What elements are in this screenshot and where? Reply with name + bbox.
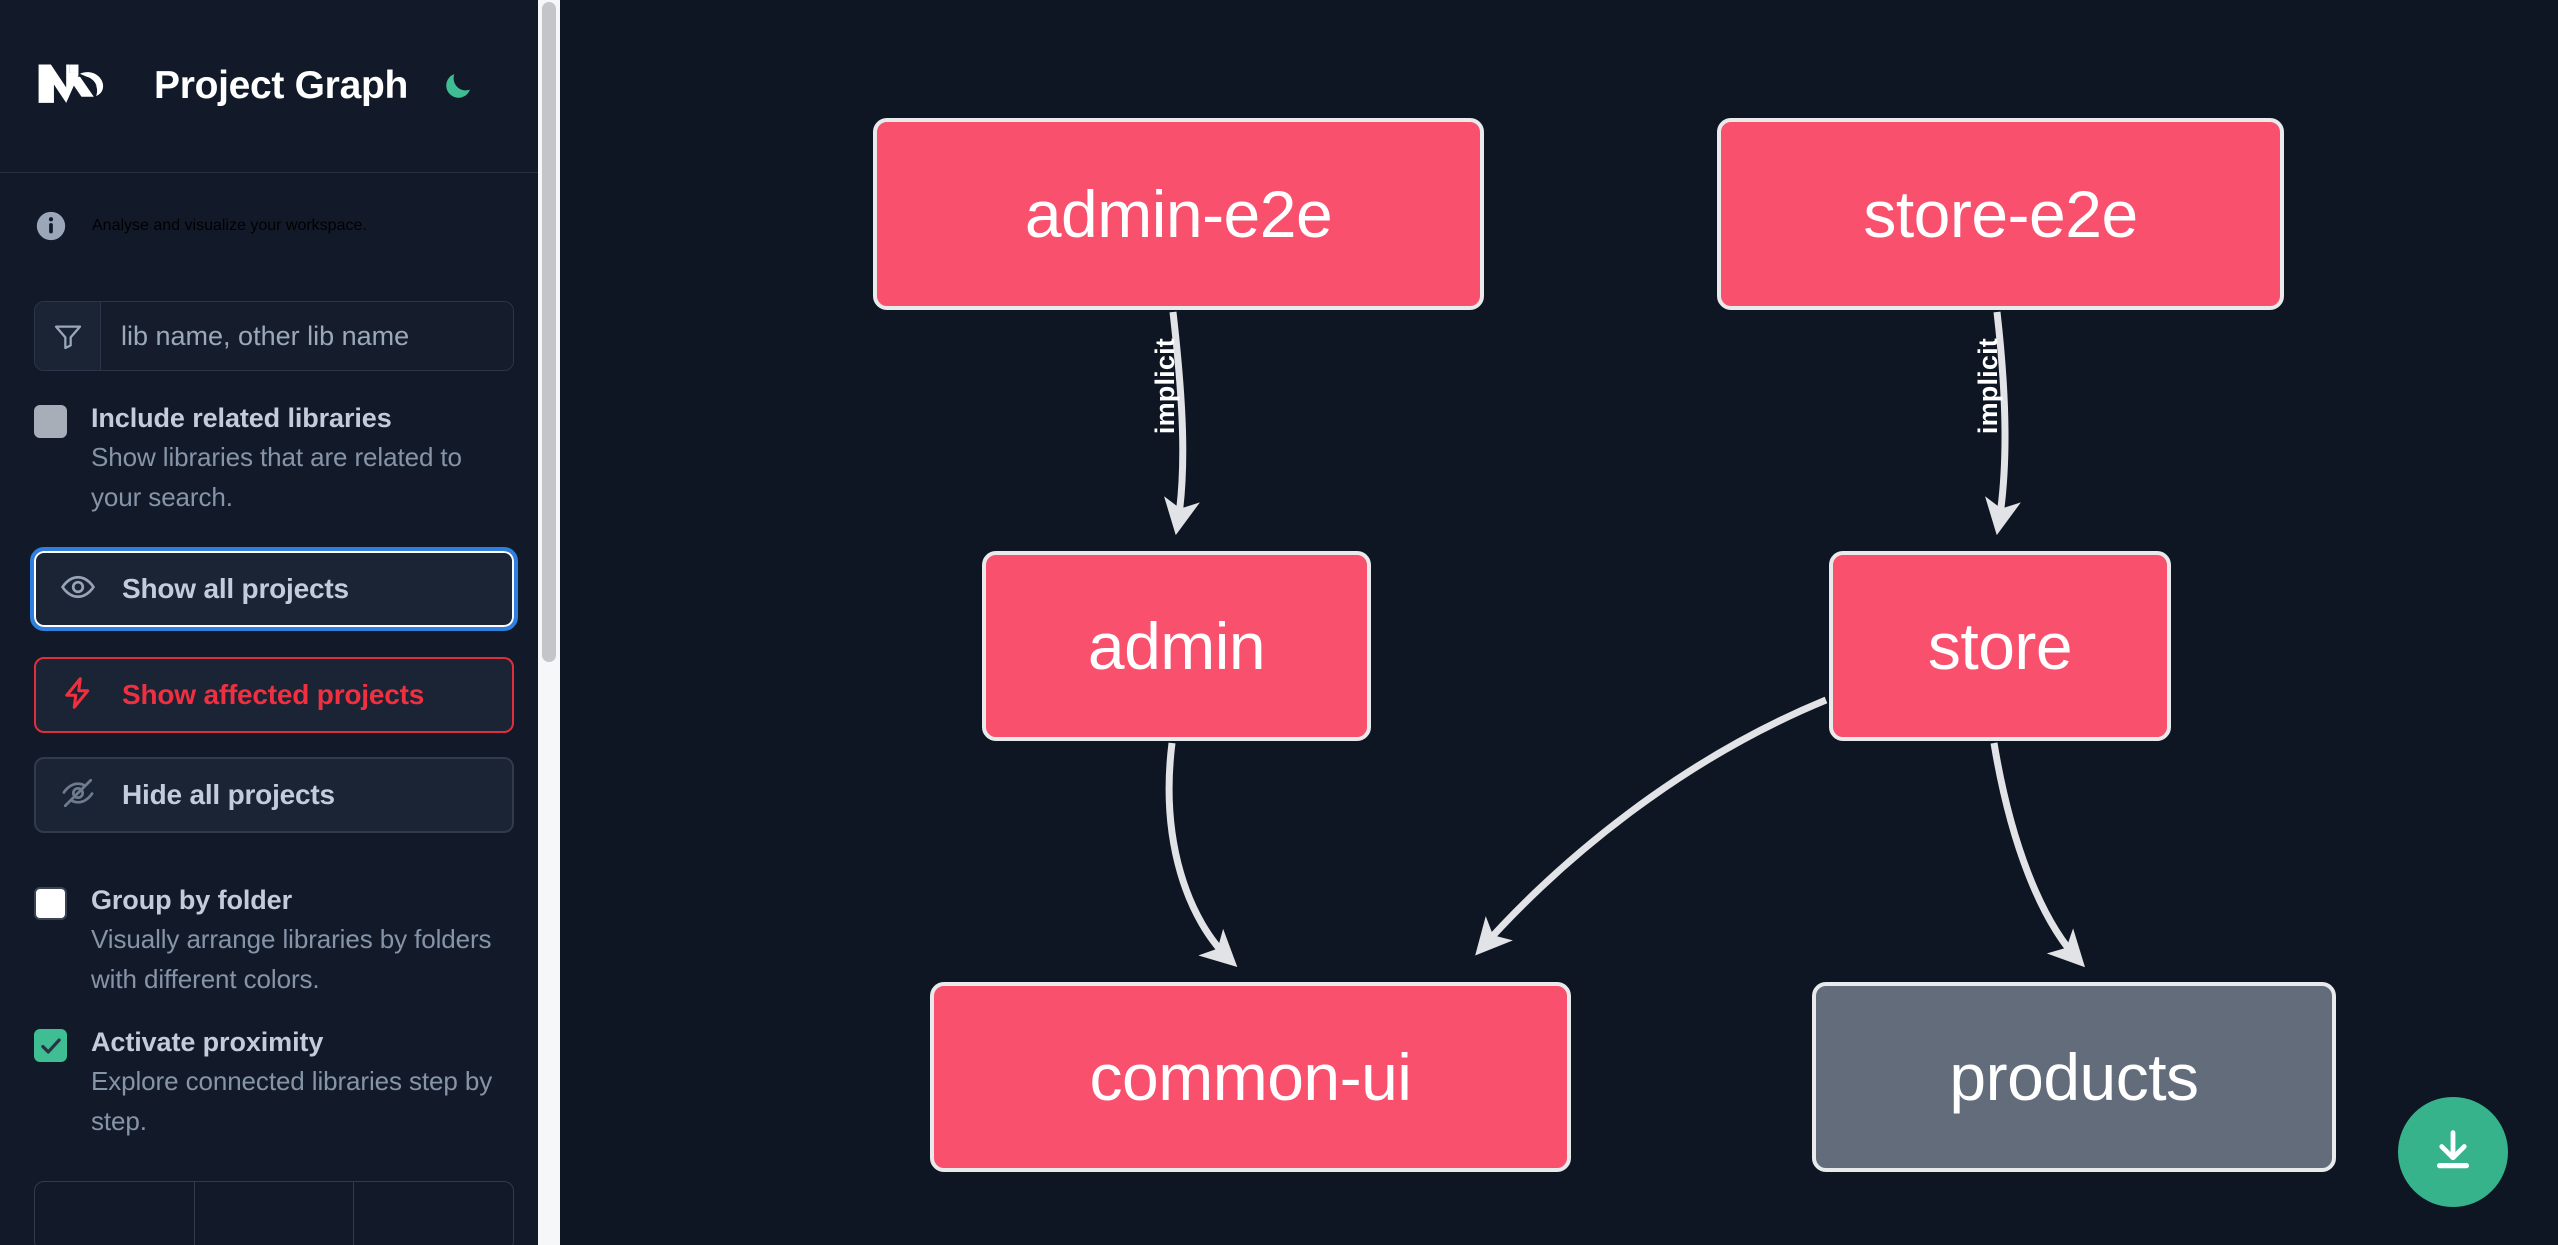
graph-edges (1164, 311, 2086, 968)
checkbox-box-include-related[interactable] (34, 405, 67, 438)
sidebar-info-text: Analyse and visualize your workspace. (92, 217, 367, 234)
sidebar-scrollbar-thumb[interactable] (542, 2, 556, 662)
page-title: Project Graph (154, 64, 408, 107)
segment-1[interactable] (35, 1182, 195, 1245)
checkbox-label-group-by-folder: Group by folder (91, 885, 293, 915)
checkbox-include-related-libraries[interactable]: Include related libraries Show libraries… (0, 371, 548, 517)
download-icon (2427, 1124, 2479, 1181)
nx-logo-icon (34, 55, 126, 117)
checkbox-label-include-related: Include related libraries (91, 403, 392, 433)
graph-canvas[interactable]: admin-e2e store-e2e admin store common-u… (560, 0, 2558, 1245)
node-label: products (1949, 1040, 2199, 1114)
hide-all-projects-label: Hide all projects (122, 779, 335, 810)
header-divider (0, 172, 548, 173)
moon-icon[interactable] (438, 66, 478, 106)
filter-funnel-icon (35, 302, 101, 370)
search-input[interactable] (101, 302, 513, 370)
checkbox-box-group-by-folder[interactable] (34, 887, 67, 920)
eye-off-icon (60, 775, 96, 816)
sidebar-header: Project Graph (0, 0, 548, 172)
show-affected-projects-label: Show affected projects (122, 679, 425, 710)
info-circle-icon (34, 209, 68, 243)
segment-3[interactable] (354, 1182, 513, 1245)
checkbox-box-activate-proximity[interactable] (34, 1029, 67, 1062)
sidebar-scroll-content: Project Graph Analyse and visualize y (0, 0, 548, 1245)
checkbox-group-by-folder[interactable]: Group by folder Visually arrange librari… (0, 857, 548, 999)
lightning-bolt-icon (60, 675, 96, 716)
graph-node-store[interactable]: store (1829, 551, 2171, 741)
node-label: store-e2e (1863, 177, 2138, 251)
sidebar: Project Graph Analyse and visualize y (0, 0, 560, 1245)
search-bar[interactable] (34, 301, 514, 371)
graph-node-store-e2e[interactable]: store-e2e (1717, 118, 2284, 310)
download-button[interactable] (2398, 1097, 2508, 1207)
show-affected-projects-button[interactable]: Show affected projects (34, 657, 514, 733)
graph-node-common-ui[interactable]: common-ui (930, 982, 1571, 1172)
segment-2[interactable] (195, 1182, 355, 1245)
node-label: admin (1087, 609, 1266, 683)
checkbox-activate-proximity[interactable]: Activate proximity Explore connected lib… (0, 999, 548, 1141)
sidebar-scrollbar[interactable] (538, 0, 560, 1245)
projects-button-group: Show all projects Show affected projects (30, 547, 518, 833)
checkbox-label-activate-proximity: Activate proximity (91, 1027, 324, 1057)
edge-store-to-products (1990, 742, 2086, 968)
sidebar-info: Analyse and visualize your workspace. (0, 173, 548, 273)
checkbox-desc-activate-proximity: Explore connected libraries step by step… (91, 1066, 493, 1136)
hide-all-projects-button[interactable]: Hide all projects (34, 757, 514, 833)
edge-admin-e2e-to-admin (1164, 311, 1200, 536)
edge-admin-to-common-ui (1165, 742, 1238, 967)
show-all-projects-button[interactable]: Show all projects (30, 547, 518, 631)
node-label: common-ui (1089, 1040, 1412, 1114)
edge-store-e2e-to-store (1985, 311, 2021, 536)
checkbox-desc-include-related: Show libraries that are related to your … (91, 442, 462, 512)
edge-store-to-common-ui (1475, 696, 1828, 956)
node-label: store (1927, 609, 2073, 683)
graph-node-products[interactable]: products (1812, 982, 2336, 1172)
graph-node-admin[interactable]: admin (982, 551, 1371, 741)
node-label: admin-e2e (1024, 177, 1333, 251)
show-all-projects-label: Show all projects (122, 573, 349, 604)
graph-node-admin-e2e[interactable]: admin-e2e (873, 118, 1484, 310)
eye-icon (60, 569, 96, 610)
proximity-segmented-control[interactable] (34, 1181, 514, 1245)
checkbox-desc-group-by-folder: Visually arrange libraries by folders wi… (91, 924, 492, 994)
